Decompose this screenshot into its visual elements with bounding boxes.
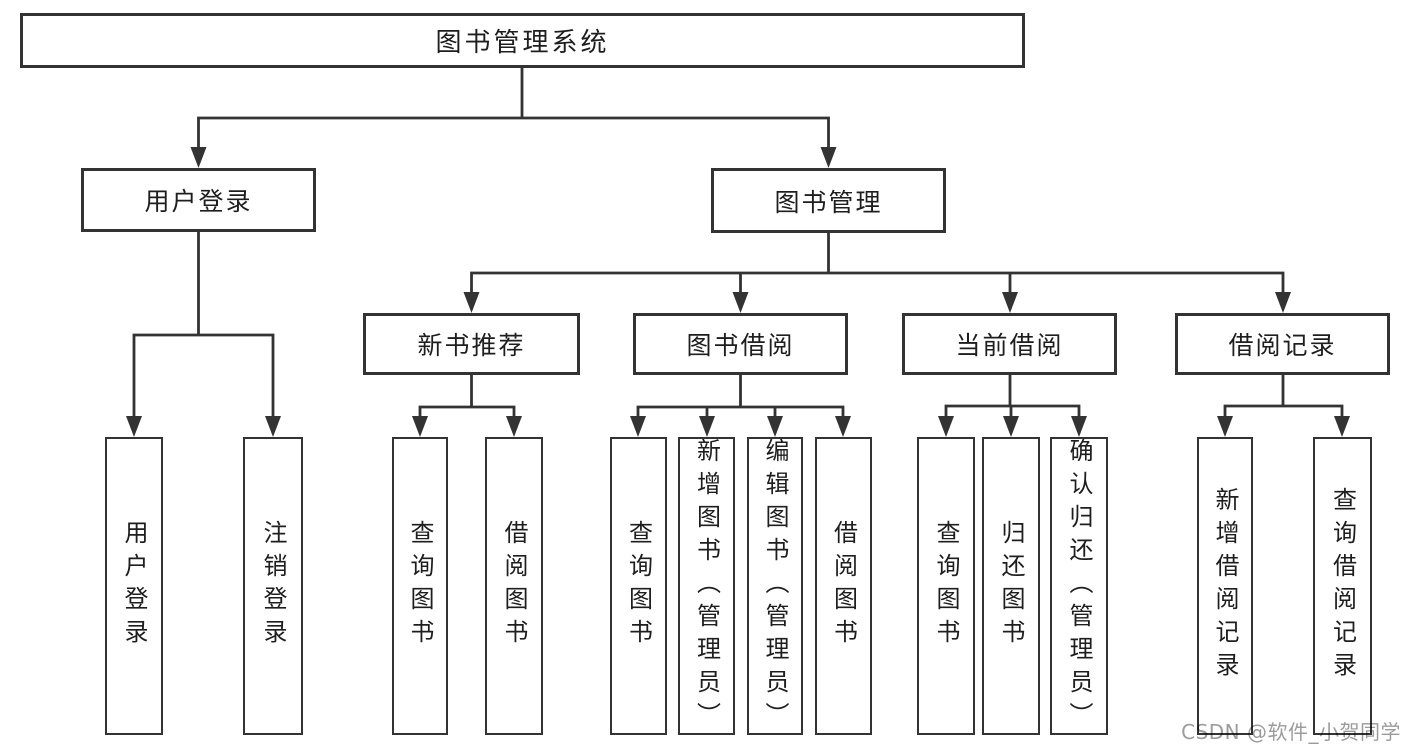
node-label: 查询借阅记录 [1328,487,1357,685]
node-root-library-system: 图书管理系统 [20,13,1025,68]
watermark: CSDN @软件_小贺同学 [1181,720,1401,744]
node-label: 查询图书 [932,520,960,652]
leaf-user-login: 用户登录 [105,437,163,735]
node-label: 新增图书（管理员） [692,437,721,735]
node-label: 编辑图书（管理员） [761,437,789,735]
node-label: 图书借阅 [686,331,795,360]
leaf-cb-return-books: 归还图书 [982,437,1040,735]
node-label: 用户登录 [120,520,148,652]
leaf-br-query-record: 查询借阅记录 [1313,437,1372,735]
node-label: 查询图书 [406,520,434,652]
leaf-bb-borrow-books: 借阅图书 [815,437,872,735]
leaf-bb-query-books: 查询图书 [610,437,667,735]
leaf-bb-add-books-admin: 新增图书（管理员） [678,437,735,735]
leaf-bb-edit-books-admin: 编辑图书（管理员） [747,437,803,735]
node-label: 归还图书 [997,520,1025,652]
node-book-borrow: 图书借阅 [633,313,848,375]
node-new-book-recommend: 新书推荐 [363,313,580,375]
node-label: 图书管理 [774,187,883,217]
node-borrow-records: 借阅记录 [1175,313,1390,375]
node-label: 当前借阅 [955,331,1064,360]
node-label: 注销登录 [259,520,287,652]
leaf-br-add-record: 新增借阅记录 [1197,437,1253,735]
leaf-logout: 注销登录 [243,437,303,735]
node-label: 新增借阅记录 [1211,487,1239,685]
node-label: 借阅图书 [500,520,528,652]
node-label: 用户登录 [144,187,253,216]
leaf-nbr-borrow-books: 借阅图书 [485,437,543,735]
leaf-cb-confirm-return-admin: 确认归还（管理员） [1050,437,1108,735]
node-book-management: 图书管理 [711,168,946,233]
node-label: 借阅记录 [1228,331,1337,360]
node-label: 借阅图书 [829,520,858,652]
leaf-cb-query-books: 查询图书 [917,437,975,735]
node-label: 新书推荐 [417,331,526,360]
node-label: 确认归还（管理员） [1065,437,1093,735]
leaf-nbr-query-books: 查询图书 [392,437,448,735]
node-user-login: 用户登录 [81,168,316,232]
node-label: 图书管理系统 [435,28,610,58]
node-current-borrow: 当前借阅 [902,313,1117,375]
node-label: 查询图书 [624,520,653,652]
